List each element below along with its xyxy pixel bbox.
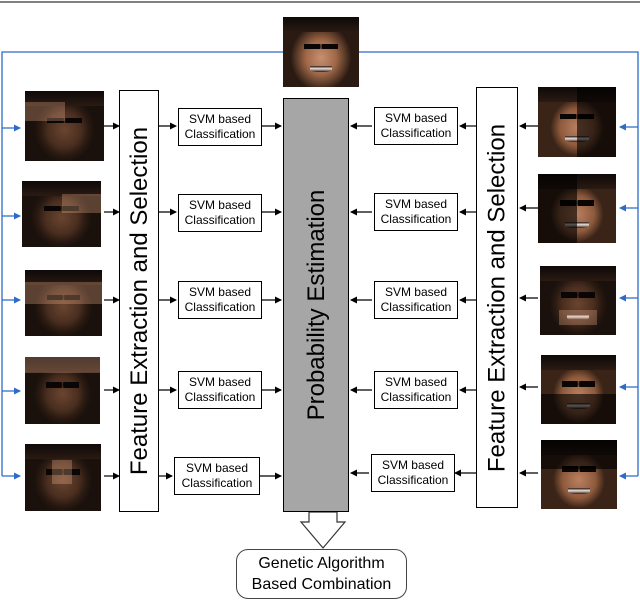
left-feature-extraction-box: Feature Extraction and Selection xyxy=(119,90,159,512)
svm-classifier-right-4: SVM based Classification xyxy=(374,371,458,409)
svm-classifier-right-5: SVM based Classification xyxy=(371,454,455,492)
right-feature-extraction-box: Feature Extraction and Selection xyxy=(476,87,518,508)
svm-line-1: SVM based xyxy=(188,198,252,212)
left-face-eye-region-1 xyxy=(25,91,104,161)
svm-line-2: Classification xyxy=(184,300,256,314)
svm-classifier-right-2: SVM based Classification xyxy=(374,193,458,231)
svm-line-2: Classification xyxy=(380,212,452,226)
svm-classifier-left-4: SVM based Classification xyxy=(178,371,262,409)
input-distribution-lines xyxy=(1,51,639,476)
result-line-1: Genetic Algorithm xyxy=(258,555,385,572)
left-face-arrows xyxy=(104,122,120,480)
right-face-right-half xyxy=(538,174,616,243)
probability-estimation-box: Probability Estimation xyxy=(283,98,349,512)
input-face-image xyxy=(283,17,359,87)
left-face-eye-region-2 xyxy=(22,181,101,247)
svm-line-1: SVM based xyxy=(384,375,448,389)
svm-classifier-left-5: SVM based Classification xyxy=(174,457,260,495)
right-input-arrows xyxy=(619,123,638,480)
svm-line-1: SVM based xyxy=(188,375,252,389)
svm-line-1: SVM based xyxy=(384,111,448,125)
left-face-forehead-band xyxy=(25,357,100,424)
probability-estimation-label: Probability Estimation xyxy=(303,189,330,421)
left-feature-extraction-label: Feature Extraction and Selection xyxy=(126,126,153,476)
svm-classifier-left-2: SVM based Classification xyxy=(178,194,262,232)
svm-line-1: SVM based xyxy=(188,112,252,126)
svm-line-2: Classification xyxy=(380,300,452,314)
svm-line-1: SVM based xyxy=(185,461,249,475)
left-face-eyes-band xyxy=(25,270,102,336)
right-face-upper-half xyxy=(541,355,616,424)
right-face-arrows xyxy=(519,122,538,477)
right-feature-to-svm-arrows xyxy=(454,122,476,477)
right-face-left-half xyxy=(538,87,616,157)
svm-line-1: SVM based xyxy=(188,285,252,299)
genetic-algorithm-combination-box: Genetic Algorithm Based Combination xyxy=(236,549,407,599)
svm-line-1: SVM based xyxy=(384,285,448,299)
left-svm-to-probability-arrows xyxy=(260,122,282,480)
output-down-arrow xyxy=(299,511,347,549)
svm-line-2: Classification xyxy=(380,126,452,140)
svm-line-2: Classification xyxy=(380,390,452,404)
left-face-nose-region xyxy=(25,444,101,511)
svm-line-2: Classification xyxy=(184,213,256,227)
result-line-2: Based Combination xyxy=(251,576,392,593)
svm-line-2: Classification xyxy=(181,476,253,490)
svm-classifier-left-3: SVM based Classification xyxy=(178,281,262,319)
svm-line-2: Classification xyxy=(184,390,256,404)
svm-line-1: SVM based xyxy=(384,197,448,211)
left-feature-to-svm-arrows xyxy=(159,122,177,480)
svm-classifier-left-1: SVM based Classification xyxy=(178,108,262,146)
svm-line-1: SVM based xyxy=(381,458,445,472)
svm-classifier-right-1: SVM based Classification xyxy=(374,107,458,145)
right-face-mouth-region xyxy=(540,266,616,335)
right-feature-extraction-label: Feature Extraction and Selection xyxy=(483,123,511,473)
svm-line-2: Classification xyxy=(377,473,449,487)
right-svm-to-probability-arrows xyxy=(350,122,372,477)
svm-classifier-right-3: SVM based Classification xyxy=(374,281,458,319)
left-input-arrows xyxy=(2,124,21,480)
right-face-lower-half xyxy=(541,440,617,509)
svm-line-2: Classification xyxy=(184,127,256,141)
